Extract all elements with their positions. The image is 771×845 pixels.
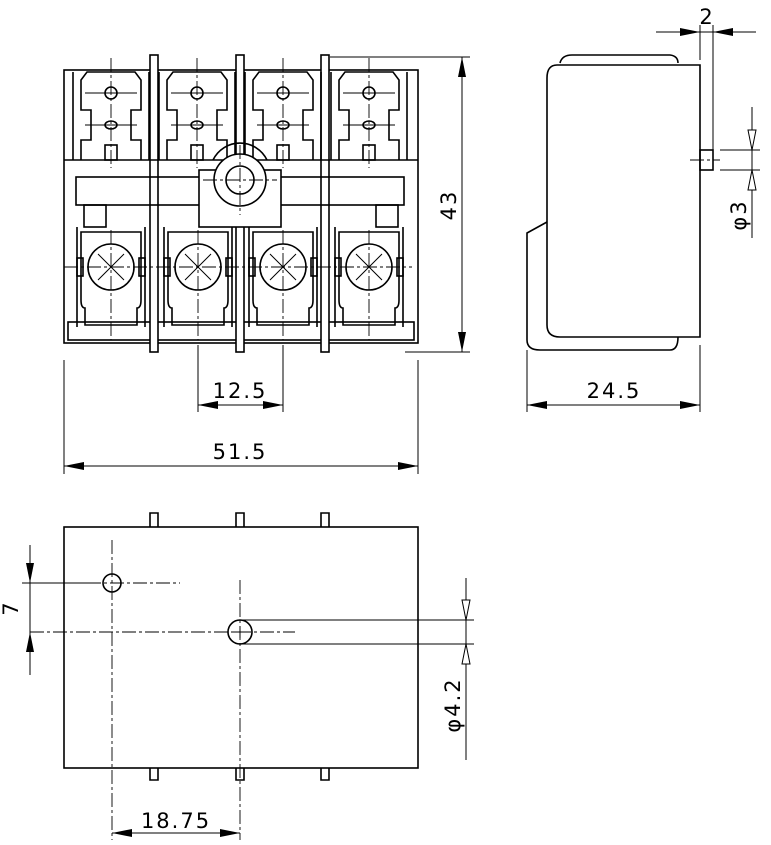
dimension-depth-label: 24.5 — [587, 379, 642, 403]
bottom-tabs — [149, 512, 330, 781]
dimension-pin-length-label: 2 — [699, 5, 714, 29]
dimension-pin-diameter-label: φ3 — [727, 199, 751, 230]
dimension-hole-diameter-label: φ4.2 — [441, 677, 465, 732]
dimension-height: 43 — [330, 56, 470, 353]
bottom-tab-top — [149, 512, 159, 527]
bottom-view — [30, 512, 419, 840]
side-body — [546, 64, 701, 338]
bar-support-left — [83, 204, 107, 228]
side-top-flange — [559, 54, 679, 64]
center-boss-arc — [212, 142, 268, 161]
bottom-tab-bottom — [235, 768, 245, 781]
dimension-pitch: 12.5 — [197, 345, 284, 412]
bottom-tab-bottom — [320, 768, 330, 781]
dimension-width-label: 51.5 — [213, 440, 268, 464]
dimension-pin-length: 2 — [656, 5, 756, 150]
dimension-width: 51.5 — [63, 360, 419, 474]
dimension-hole-spacing: 18.75 — [112, 809, 240, 837]
dimension-hole-spacing-label: 18.75 — [141, 809, 211, 833]
bar-support-right — [375, 204, 399, 228]
screw-clamp — [334, 227, 404, 327]
dimension-pitch-label: 12.5 — [213, 379, 268, 403]
bottom-tab-bottom — [149, 768, 159, 781]
bottom-outline — [63, 526, 419, 769]
dimension-depth: 24.5 — [526, 345, 701, 412]
dimension-hole-offset: 7 — [0, 545, 100, 675]
screw-clamp — [248, 227, 318, 327]
side-view — [526, 54, 720, 351]
separator-post — [320, 54, 330, 353]
front-view — [63, 54, 419, 353]
separator-post — [149, 54, 159, 353]
screw-clamp — [76, 227, 146, 327]
dimension-pin-diameter: φ3 — [720, 107, 760, 238]
side-lower-part — [526, 221, 679, 351]
dimension-hole-diameter: φ4.2 — [240, 578, 474, 760]
dimension-height-label: 43 — [437, 190, 461, 221]
dimension-hole-offset-label: 7 — [0, 600, 23, 615]
screw-clamp — [163, 227, 233, 327]
bottom-tab-top — [320, 512, 330, 527]
bottom-tab-top — [235, 512, 245, 527]
